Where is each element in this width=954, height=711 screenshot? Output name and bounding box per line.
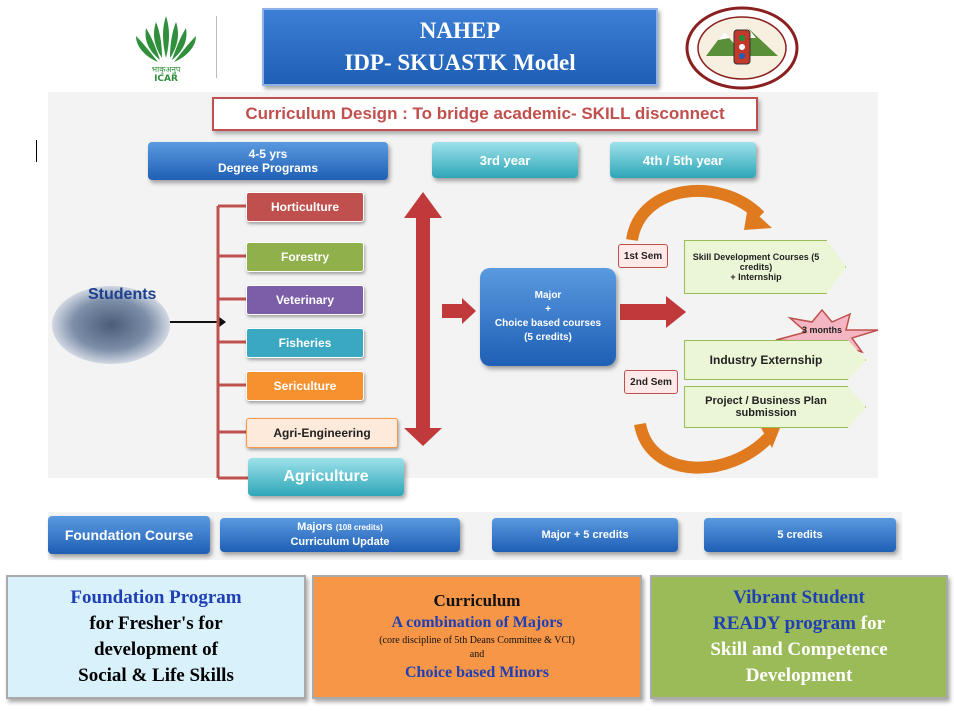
fourth-fifth-year-header: 4th / 5th year bbox=[610, 142, 756, 178]
students-arrow-head bbox=[218, 316, 226, 328]
vibrant-line-3: Skill and Competence bbox=[710, 639, 888, 660]
program-sericulture: Sericulture bbox=[246, 371, 364, 401]
curved-arrow-icon bbox=[626, 184, 772, 242]
project-submission-box: Project / Business Plan submission bbox=[684, 386, 866, 428]
curriculum-banner: Curriculum Design : To bridge academic- … bbox=[212, 97, 758, 131]
three-months-label: 3 months bbox=[801, 325, 842, 335]
program-veterinary: Veterinary bbox=[246, 285, 364, 315]
right-arrow-icon bbox=[620, 296, 686, 328]
title-line-1: NAHEP bbox=[419, 18, 501, 43]
majors-curriculum-button: Majors (108 credits) Curriculum Update bbox=[220, 518, 460, 552]
foundation-line-3: development of bbox=[93, 639, 218, 660]
program-horticulture: Horticulture bbox=[246, 192, 364, 222]
program-fisheries: Fisheries bbox=[246, 328, 364, 358]
vibrant-line-4: Development bbox=[745, 665, 853, 686]
curriculum-box: Curriculum A combination of Majors (core… bbox=[312, 575, 642, 699]
foundation-line-4: Social & Life Skills bbox=[78, 665, 234, 686]
program-agriculture: Agriculture bbox=[248, 458, 404, 496]
skill-line-1: Skill Development Courses (5 credits) bbox=[692, 252, 820, 272]
major-line-3: Choice based courses bbox=[494, 318, 602, 329]
double-arrow-icon bbox=[404, 192, 442, 446]
program-forestry: Forestry bbox=[246, 242, 364, 272]
curriculum-line-1: Curriculum bbox=[433, 591, 521, 610]
project-line-1: Project / Business Plan bbox=[705, 395, 827, 407]
logo-divider bbox=[216, 16, 217, 78]
industry-externship-box: Industry Externship bbox=[684, 340, 866, 380]
program-label: Fisheries bbox=[278, 336, 332, 350]
first-semester-label: 1st Sem bbox=[618, 244, 668, 268]
foundation-course-button: Foundation Course bbox=[48, 516, 210, 554]
major-courses-box: Major + Choice based courses (5 credits) bbox=[480, 268, 616, 366]
vibrant-student-box: Vibrant Student READY program for Skill … bbox=[650, 575, 948, 699]
title-box: NAHEP IDP- SKUASTK Model bbox=[262, 8, 658, 86]
major-line-1: Major bbox=[534, 290, 562, 301]
students-label: Students bbox=[88, 286, 157, 303]
university-seal-logo bbox=[684, 6, 800, 90]
majors-label: Majors bbox=[297, 521, 333, 533]
five-credits-button: 5 credits bbox=[704, 518, 896, 552]
second-semester-label: 2nd Sem bbox=[624, 370, 678, 394]
degree-programs-label: Degree Programs bbox=[217, 161, 319, 175]
vibrant-line-1: Vibrant Student bbox=[733, 587, 865, 608]
text-cursor bbox=[36, 140, 37, 162]
icar-logo: भाकृअनुप ICAR bbox=[116, 8, 216, 84]
title-line-2: IDP- SKUASTK Model bbox=[344, 50, 576, 75]
majors-credits: (108 credits) bbox=[335, 523, 383, 532]
right-arrow-icon bbox=[442, 298, 476, 324]
degree-years: 4-5 yrs bbox=[248, 147, 288, 161]
project-line-2: submission bbox=[735, 407, 797, 419]
program-label: Agri-Engineering bbox=[273, 426, 371, 440]
program-label: Veterinary bbox=[275, 293, 335, 307]
degree-programs-header: 4-5 yrs Degree Programs bbox=[148, 142, 388, 180]
industry-label: Industry Externship bbox=[709, 353, 823, 367]
foundation-line-2: for Fresher's for bbox=[89, 613, 223, 634]
icar-logo-hindi: भाकृअनुप bbox=[152, 65, 181, 75]
skill-line-2: + Internship bbox=[730, 272, 782, 282]
program-agri-engineering: Agri-Engineering bbox=[246, 418, 398, 448]
foundation-program-box: Foundation Program for Fresher's for dev… bbox=[6, 575, 306, 699]
curriculum-update-label: Curriculum Update bbox=[290, 536, 390, 548]
third-year-header: 3rd year bbox=[432, 142, 578, 178]
curriculum-line-2: A combination of Majors bbox=[391, 614, 563, 631]
icar-logo-text: ICAR bbox=[154, 74, 178, 84]
major-plus-credits-button: Major + 5 credits bbox=[492, 518, 678, 552]
program-label: Forestry bbox=[280, 250, 330, 264]
curriculum-line-3: (core discipline of 5th Deans Committee … bbox=[379, 635, 575, 646]
skill-development-box: Skill Development Courses (5 credits) + … bbox=[684, 240, 846, 294]
major-line-4: (5 credits) bbox=[524, 332, 572, 343]
program-label: Sericulture bbox=[273, 379, 337, 393]
students-crowd-image bbox=[52, 286, 170, 364]
major-line-2: + bbox=[545, 304, 551, 315]
vibrant-line-2b: for bbox=[856, 613, 886, 634]
vibrant-line-2a: READY program bbox=[712, 613, 856, 634]
curved-arrow-icon bbox=[634, 422, 780, 474]
foundation-line-1: Foundation Program bbox=[70, 587, 242, 608]
curriculum-line-5: Choice based Minors bbox=[405, 664, 549, 681]
curriculum-line-4: and bbox=[469, 649, 485, 660]
program-label: Horticulture bbox=[270, 200, 339, 214]
